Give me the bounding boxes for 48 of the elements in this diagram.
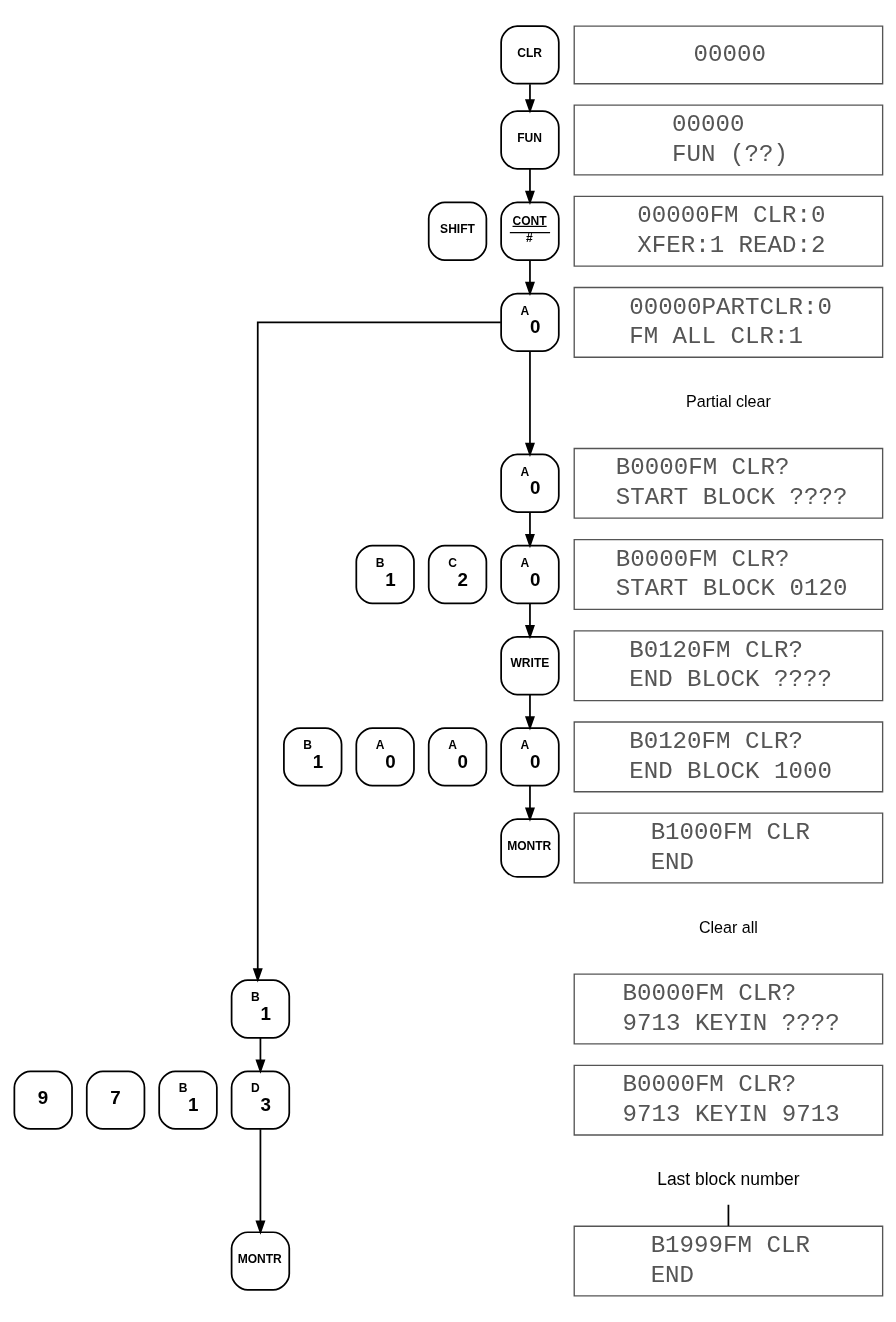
node-box: B0000FM CLR? 9713 KEYIN 9713 [573, 1064, 883, 1136]
node-box: MONTR [230, 1231, 290, 1291]
node-box: B 1 [282, 727, 342, 787]
label: Partial clear [685, 392, 771, 411]
arrow [524, 693, 535, 731]
node-box: WRITE [499, 636, 560, 696]
node-box: B0120FM CLR? END BLOCK 1000 [573, 721, 883, 793]
node-box: A 0 [499, 544, 560, 605]
node-box: A 0 [354, 727, 415, 787]
arrow [252, 321, 502, 983]
node-box: 00000 FUN (??) [573, 104, 883, 176]
node-box: 00000PARTCLR:0 FM ALL CLR:1 [573, 286, 883, 358]
node-box: CONT # [499, 201, 560, 261]
node-box: B0000FM CLR? 9713 KEYIN ???? [573, 973, 883, 1045]
node-box: B0000FM CLR? START BLOCK ???? [573, 447, 883, 519]
arrow [524, 168, 535, 205]
arrow [524, 602, 535, 640]
node-box: B0120FM CLR? END BLOCK ???? [573, 630, 883, 702]
node-box: B 1 [157, 1070, 218, 1130]
node-box: 00000FM CLR:0 XFER:1 READ:2 [573, 195, 883, 267]
node-text: Last block number [656, 1169, 800, 1190]
node-box: A 0 [427, 727, 487, 787]
node-box: MONTR [499, 818, 560, 878]
label: Clear all [698, 917, 758, 936]
arrow [524, 511, 535, 549]
node-box: 9 [13, 1070, 73, 1130]
node-box: B1999FM CLR END [573, 1225, 883, 1297]
arrow [524, 259, 535, 297]
node-box: D 3 [230, 1070, 290, 1130]
arrow [254, 1036, 265, 1074]
connector [727, 1203, 729, 1227]
arrow [524, 83, 535, 114]
node-box: SHIFT [427, 201, 487, 261]
node-box: 00000 [573, 25, 883, 85]
node-box: B 1 [354, 544, 415, 605]
node-box: B0000FM CLR? START BLOCK 0120 [573, 538, 883, 611]
node-box: B1000FM CLR END [573, 812, 883, 884]
arrow [524, 350, 535, 458]
node-box: A 0 [499, 727, 560, 787]
node-box: FUN [499, 110, 560, 170]
node-box: 7 [85, 1070, 145, 1130]
node-box: CLR [499, 25, 560, 85]
node-box: C 2 [427, 544, 487, 605]
arrow [524, 784, 535, 822]
node-box: A 0 [499, 292, 560, 353]
node-box: A 0 [499, 453, 560, 513]
arrow [254, 1128, 265, 1235]
node-box: B 1 [230, 979, 290, 1039]
